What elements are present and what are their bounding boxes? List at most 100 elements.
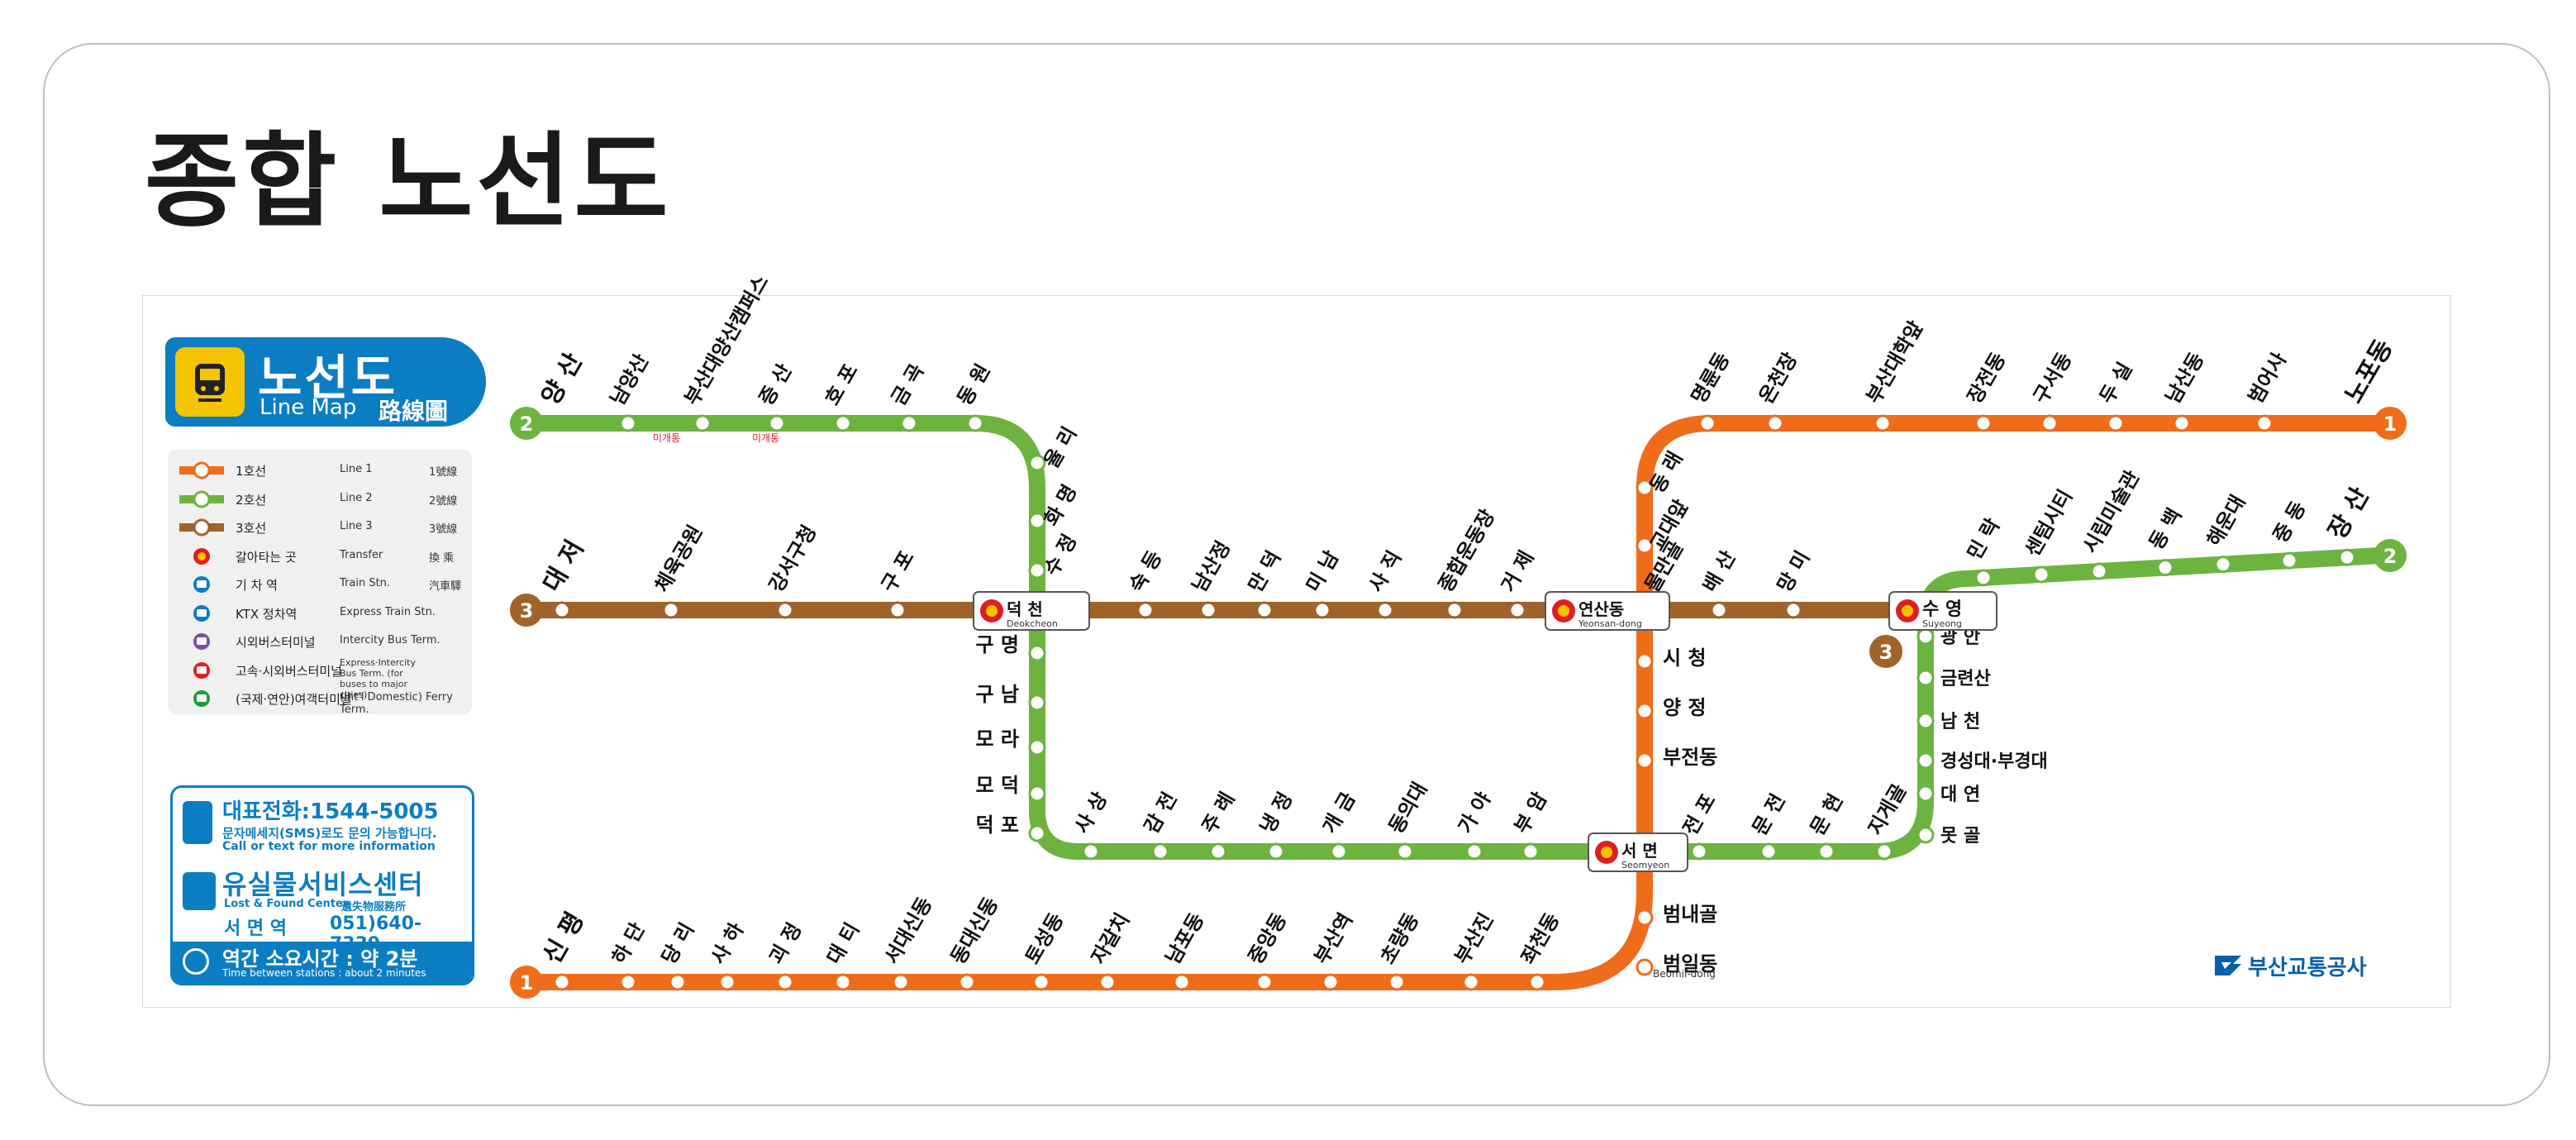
station-label-line3-9: 사 직 (1364, 547, 1407, 596)
busan-transportation-logo-icon (2215, 956, 2241, 975)
station-label-line2-east-5: 중 동 (2269, 498, 2311, 546)
station-dot-line1-bottom-3 (718, 973, 736, 991)
station-label-line3-6: 남산정 (1188, 537, 1235, 596)
station-label-line2-mid-0: 사 상 (1070, 789, 1112, 837)
station-label-line1-bottom-5: 대 티 (822, 919, 864, 968)
legend-label-en: Line 3 (340, 520, 373, 532)
station-dot-line1-mid-1 (1636, 537, 1654, 555)
station-label-line2-east-1: 센텀시티 (2021, 485, 2077, 560)
station-dot-line1-top-3 (1974, 414, 1993, 432)
station-label-line2-mid-6: 가 야 (1454, 789, 1496, 837)
station-label-line3-1: 체육공원 (650, 522, 707, 596)
header-title: 노선도 (258, 350, 398, 406)
station-dot-line2-right-6 (1917, 751, 1935, 770)
lost-found-cjk: 遺失物服務所 (341, 901, 407, 913)
phone-icon (183, 801, 212, 844)
line1-start-number: 1 (520, 971, 534, 995)
legend-label-ko: 1호선 (236, 464, 267, 479)
station-dot-line1-bottom-2 (669, 973, 687, 991)
station-dot-line3-11 (1508, 601, 1526, 619)
station-label-line3-11: 거 제 (1497, 547, 1539, 596)
station-label-yeonsan-hub: 연산동 (1578, 599, 1624, 619)
legend-label-ko: (국제·연안)여객터미널 (236, 692, 352, 707)
station-dot-line1-bottom-8 (1032, 973, 1050, 991)
station-label-line2-east-3: 동 백 (2145, 504, 2187, 553)
station-label-line1-top-6: 남산동 (2161, 349, 2208, 408)
header-subtitle-cjk: 路線圖 (379, 398, 449, 425)
station-label-line2-mid-5: 동의대 (1384, 779, 1431, 837)
station-label-line1-bottom-12: 부산역 (1310, 909, 1357, 968)
travel-time-band: 역간 소요시간 : 약 2분 Time between stations : a… (173, 942, 472, 983)
station-label-line2-east-6: 장 산 (2323, 483, 2375, 545)
station-label-deokcheon-hub: 덕 천 (1007, 599, 1043, 619)
station-dot-line1-bottom-12 (1321, 973, 1340, 991)
legend-label-cjk: 汽車驛 (429, 580, 462, 593)
station-dot-line1-top-5 (2107, 414, 2125, 432)
station-label-line2-mid-4: 개 금 (1318, 789, 1360, 837)
station-en-suyeong: Suyeong (1922, 618, 1962, 629)
header-subtitle-en: Line Map (260, 395, 357, 420)
station-dot-line3-1 (662, 601, 680, 619)
station-dot-line2-left-2 (1028, 738, 1046, 756)
station-dot-line3-0 (553, 601, 571, 619)
station-label-line1-bottom-4: 괴 정 (764, 919, 807, 968)
ferry-icon (193, 690, 210, 707)
station-dot-line2-right-1 (1759, 842, 1778, 861)
station-dot-line3-2 (776, 601, 794, 619)
station-dot-line2-east-3 (2156, 559, 2174, 577)
phone-note-en: Call or text for more information (222, 840, 436, 853)
transfer-hub-deokcheon: 덕 천 Deokcheon (973, 591, 1090, 631)
station-en-seomyeon: Seomyeon (1621, 860, 1669, 871)
station-dot-line1-mid-5 (1636, 751, 1654, 770)
legend-label-cjk: 1號線 (429, 466, 458, 479)
line3-start-roundel (510, 594, 543, 627)
transfer-hub-suyeong: 수 영 Suyeong (1888, 591, 1997, 631)
transfer-hub-seomyeon: 서 면 Seomyeon (1588, 832, 1688, 872)
station-dot-line1-mid-0 (1636, 479, 1654, 497)
line2-start-number: 2 (520, 413, 534, 436)
station-label-line2-right-6: 경성대·부경대 (1940, 751, 2048, 772)
clock-icon (183, 948, 209, 975)
station-dot-line2-mid-7 (1521, 842, 1540, 861)
station-dot-line2-right-9 (1917, 627, 1935, 646)
line1-start-roundel (510, 966, 543, 999)
station-dot-line2-mid-0 (1082, 842, 1100, 861)
legend-label-en: Line 2 (340, 491, 373, 504)
station-dot-line2-mid-4 (1330, 842, 1348, 861)
station-dot-line1-bottom-7 (958, 973, 976, 991)
station-dot-line1-bottom-6 (892, 973, 910, 991)
station-label-line1-top-8: 노포동 (2340, 335, 2399, 408)
station-label-line1-bottom-10: 남포동 (1161, 909, 1208, 968)
station-label-line3-14: 배 산 (1698, 547, 1740, 596)
station-label-line1-top-1: 온천장 (1755, 349, 1802, 408)
station-dot-line2-top-4 (834, 414, 852, 432)
station-label-line1-mid-4: 양 정 (1663, 696, 1707, 719)
station-dot-line2-top-9 (1028, 561, 1046, 580)
station-dot-line1-bottom-15 (1528, 973, 1546, 991)
legend-label-ko: 3호선 (236, 521, 267, 536)
station-label-line2-right-2: 문 현 (1806, 790, 1848, 839)
station-label-line2-right-8: 금련산 (1940, 669, 1991, 689)
station-label-line3-7: 만 덕 (1244, 547, 1286, 596)
legend-label-ko: KTX 정차역 (236, 606, 298, 622)
station-label-line2-right-3: 지게골 (1864, 780, 1911, 839)
station-label-line1-mid-8: 범일동 (1663, 952, 1717, 975)
station-dot-line2-east-5 (2280, 551, 2298, 570)
station-label-line1-bottom-7: 동대신동 (946, 894, 1002, 968)
station-dot-line2-top-7 (1028, 454, 1046, 472)
station-label-line2-right-7: 남 천 (1940, 712, 1980, 732)
lost-found-en: Lost & Found Center (224, 898, 349, 910)
travel-time-title: 역간 소요시간 : 약 2분 (222, 947, 418, 971)
station-label-line1-mid-3: 시 청 (1663, 646, 1707, 670)
station-dot-line2-mid-5 (1396, 842, 1414, 861)
line3-start-number: 3 (520, 599, 534, 622)
legend-label-en: (Int'l·Domestic) Ferry Term. (340, 691, 453, 716)
station-label-line2-mid-1: 감 전 (1140, 789, 1182, 837)
station-dot-line2-right-0 (1690, 842, 1708, 861)
legend-label-cjk: 換 乘 (429, 551, 455, 565)
